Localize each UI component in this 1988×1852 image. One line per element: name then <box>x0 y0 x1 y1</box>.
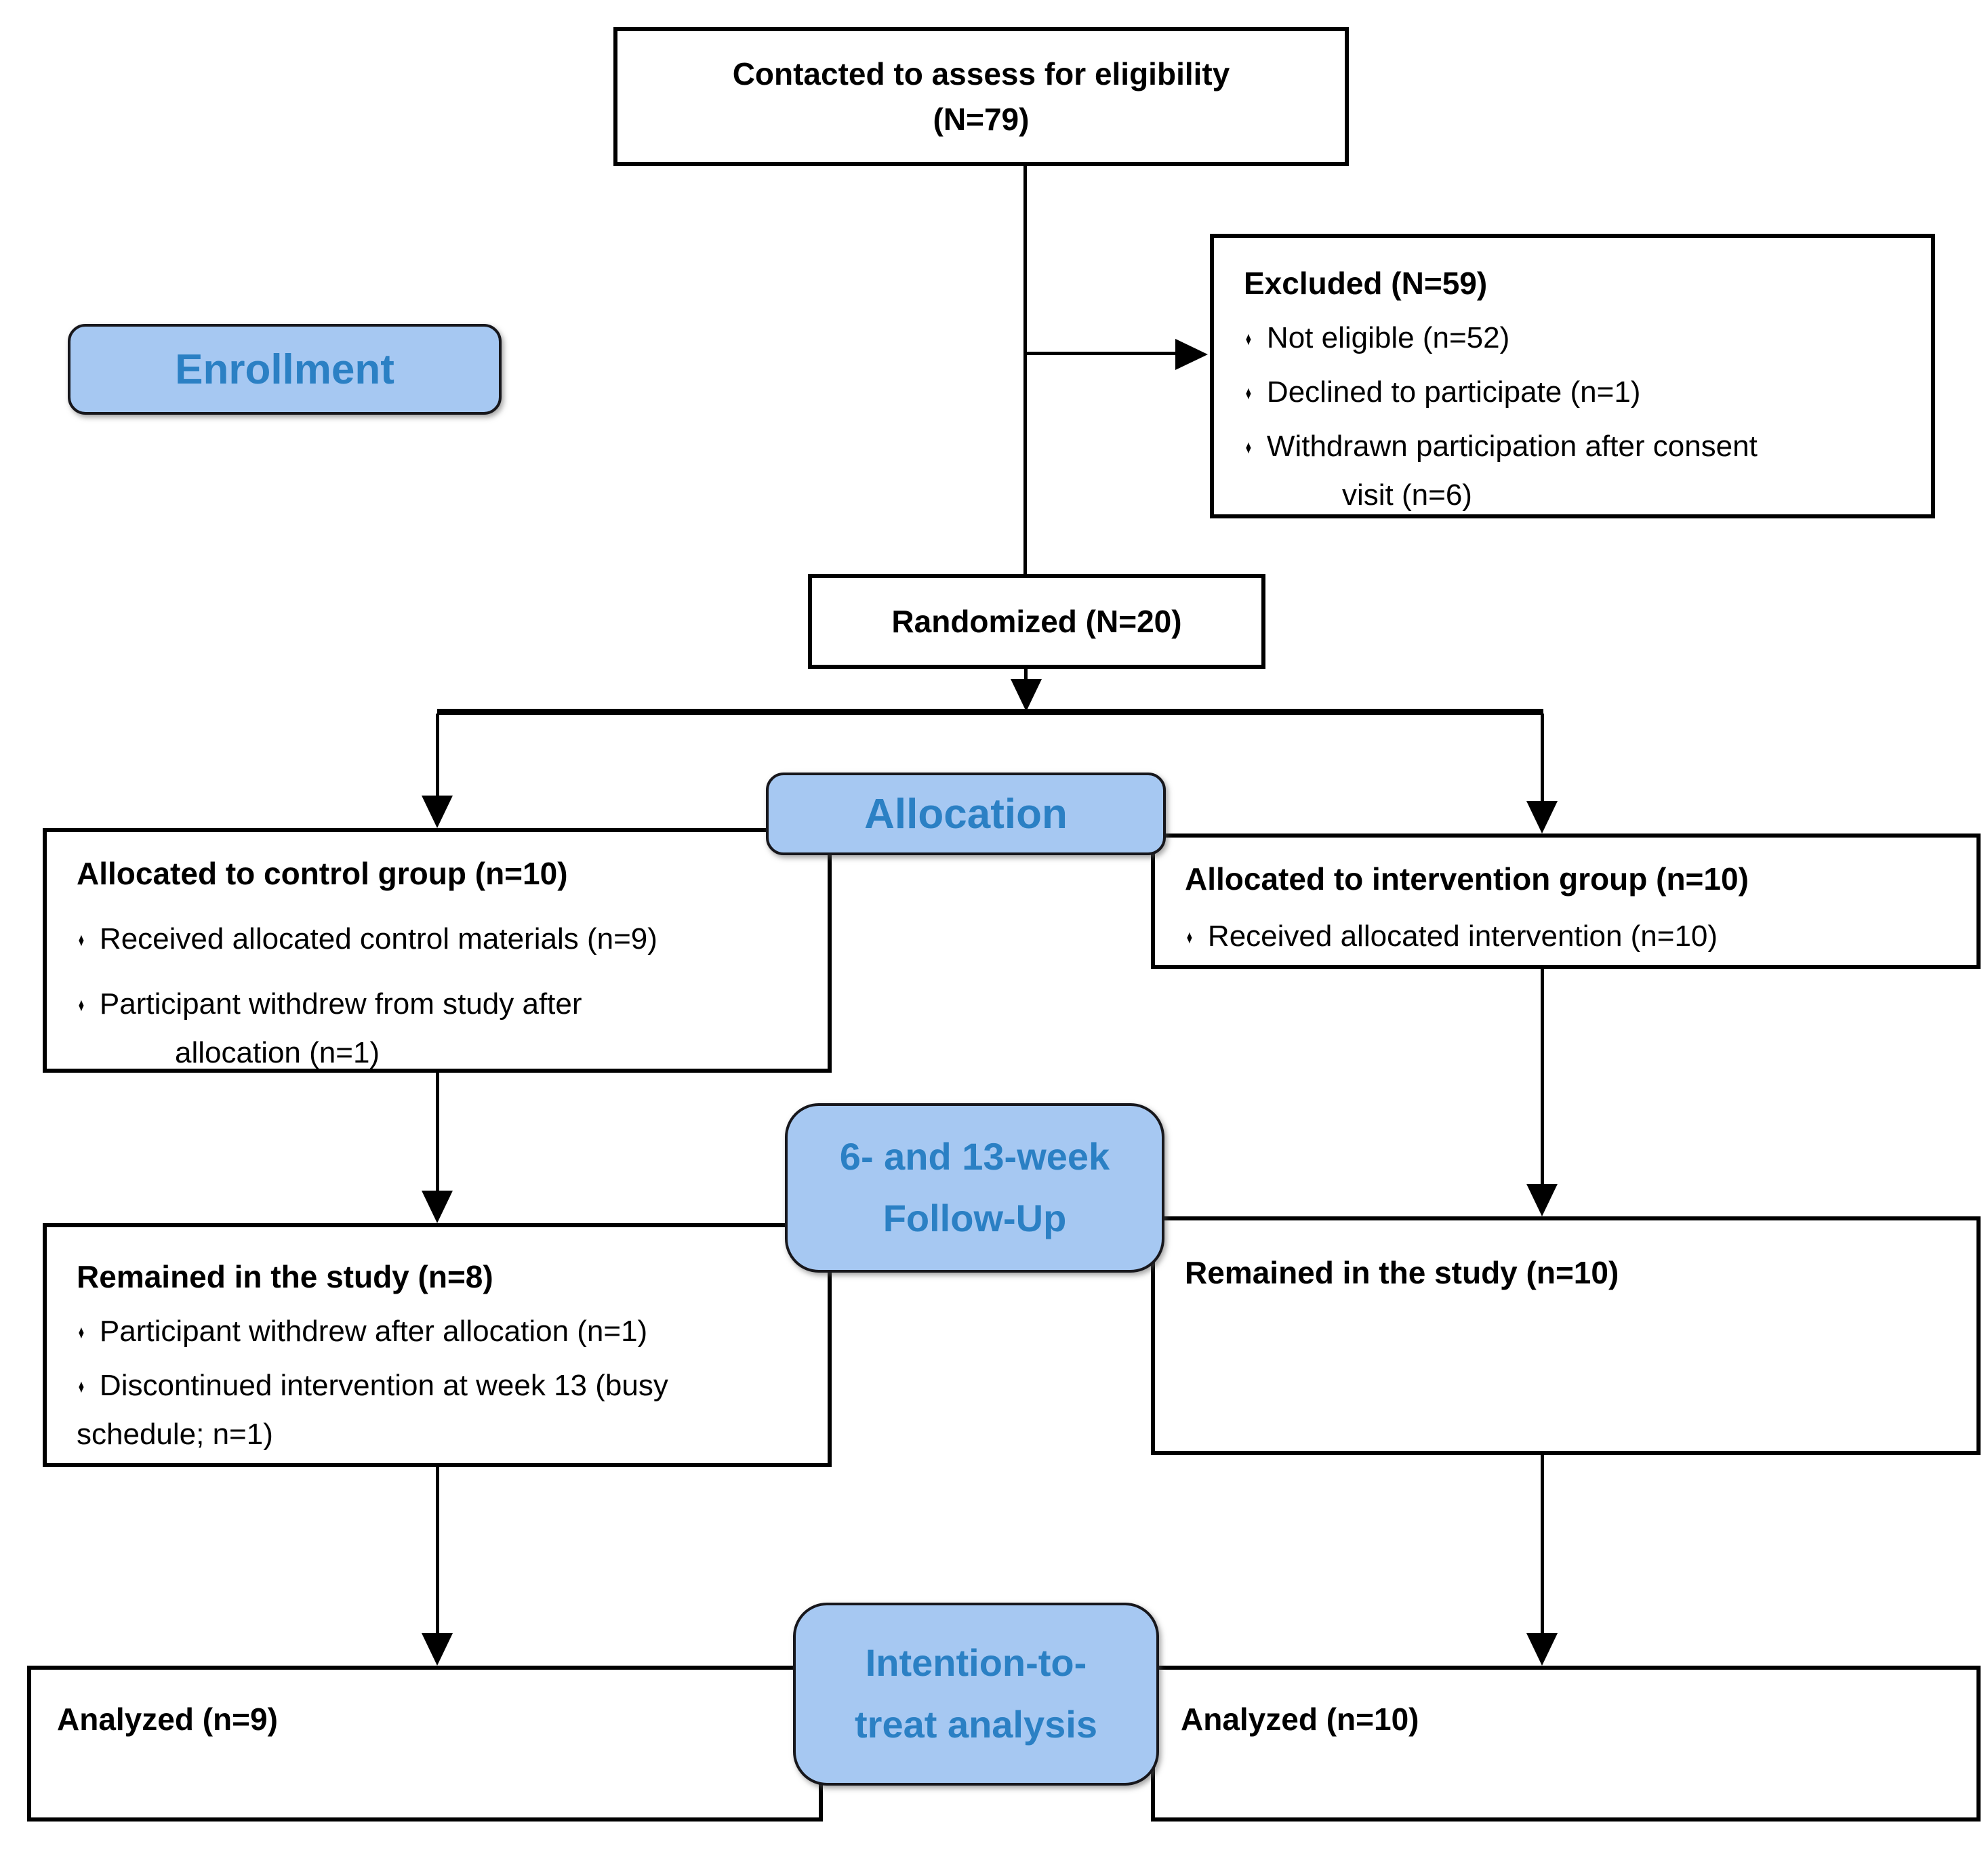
analyzed-control-label: Analyzed (n=9) <box>57 1702 278 1737</box>
stage-allocation-label: Allocation <box>864 790 1068 838</box>
allocated-control-item: Received allocated control materials (n=… <box>77 917 798 962</box>
followup-intervention-box: Remained in the study (n=10) <box>1151 1216 1981 1455</box>
excluded-item: Withdrawn participation after consent <box>1244 424 1901 469</box>
excluded-item-continuation: visit (n=6) <box>1342 478 1472 512</box>
randomized-box: Randomized (N=20) <box>808 574 1265 669</box>
followup-control-item: Discontinued intervention at week 13 (bu… <box>77 1363 798 1408</box>
connector-split-intervention <box>1541 714 1544 802</box>
connector-randomized-split <box>1024 669 1028 681</box>
allocated-control-item-continuation: allocation (n=1) <box>175 1035 380 1069</box>
analyzed-intervention-box: Analyzed (n=10) <box>1151 1666 1981 1822</box>
stage-itt-label-line1: Intention-to- <box>865 1641 1087 1685</box>
connector-intervention-followup <box>1541 969 1544 1185</box>
arrowhead-right-icon <box>1175 339 1208 370</box>
eligibility-line1: Contacted to assess for eligibility <box>732 56 1230 91</box>
allocated-control-title: Allocated to control group (n=10) <box>77 856 568 891</box>
arrowhead-down-icon <box>1526 1633 1558 1666</box>
allocated-control-box: Allocated to control group (n=10) Receiv… <box>43 828 832 1073</box>
stage-followup-label-line1: 6- and 13-week <box>839 1135 1110 1178</box>
analyzed-control-box: Analyzed (n=9) <box>27 1666 823 1822</box>
stage-itt-label-line2: treat analysis <box>855 1703 1097 1746</box>
followup-control-box: Remained in the study (n=8) Participant … <box>43 1223 832 1467</box>
allocated-intervention-item: Received allocated intervention (n=10) <box>1185 914 1947 959</box>
stage-enrollment-label: Enrollment <box>175 346 394 393</box>
stage-followup-label-line2: Follow-Up <box>883 1197 1067 1239</box>
connector-control-analysis <box>436 1467 439 1634</box>
arrowhead-down-icon <box>1526 801 1558 834</box>
allocated-intervention-title: Allocated to intervention group (n=10) <box>1185 861 1749 897</box>
allocated-control-item: Participant withdrew from study after <box>77 982 798 1027</box>
connector-split-control <box>436 714 439 797</box>
arrowhead-down-icon <box>422 796 453 828</box>
excluded-item: Not eligible (n=52) <box>1244 316 1901 361</box>
excluded-item: Declined to participate (n=1) <box>1244 370 1901 415</box>
excluded-title: Excluded (N=59) <box>1244 266 1488 301</box>
arrowhead-down-icon <box>1011 679 1042 712</box>
randomized-label: Randomized (N=20) <box>891 603 1182 639</box>
followup-control-item: Participant withdrew after allocation (n… <box>77 1309 798 1354</box>
stage-itt-pill: Intention-to- treat analysis <box>793 1603 1159 1786</box>
followup-control-title: Remained in the study (n=8) <box>77 1259 493 1294</box>
stage-allocation-pill: Allocation <box>766 773 1166 855</box>
connector-control-followup <box>436 1073 439 1192</box>
arrowhead-down-icon <box>422 1633 453 1666</box>
excluded-box: Excluded (N=59) Not eligible (n=52) Decl… <box>1210 234 1935 518</box>
connector-excluded <box>1026 352 1175 355</box>
allocated-intervention-box: Allocated to intervention group (n=10) R… <box>1151 834 1981 969</box>
stage-enrollment-pill: Enrollment <box>68 324 502 415</box>
followup-intervention-title: Remained in the study (n=10) <box>1185 1255 1619 1290</box>
eligibility-box: Contacted to assess for eligibility (N=7… <box>613 27 1349 166</box>
arrowhead-down-icon <box>422 1191 453 1223</box>
eligibility-count: (N=79) <box>933 101 1030 137</box>
connector-eligibility-randomized <box>1023 166 1027 574</box>
arrowhead-down-icon <box>1526 1184 1558 1216</box>
analyzed-intervention-label: Analyzed (n=10) <box>1181 1702 1419 1737</box>
connector-intervention-analysis <box>1541 1455 1544 1634</box>
stage-followup-pill: 6- and 13-week Follow-Up <box>785 1103 1164 1273</box>
followup-control-item-continuation: schedule; n=1) <box>77 1417 273 1451</box>
split-line <box>437 709 1543 715</box>
